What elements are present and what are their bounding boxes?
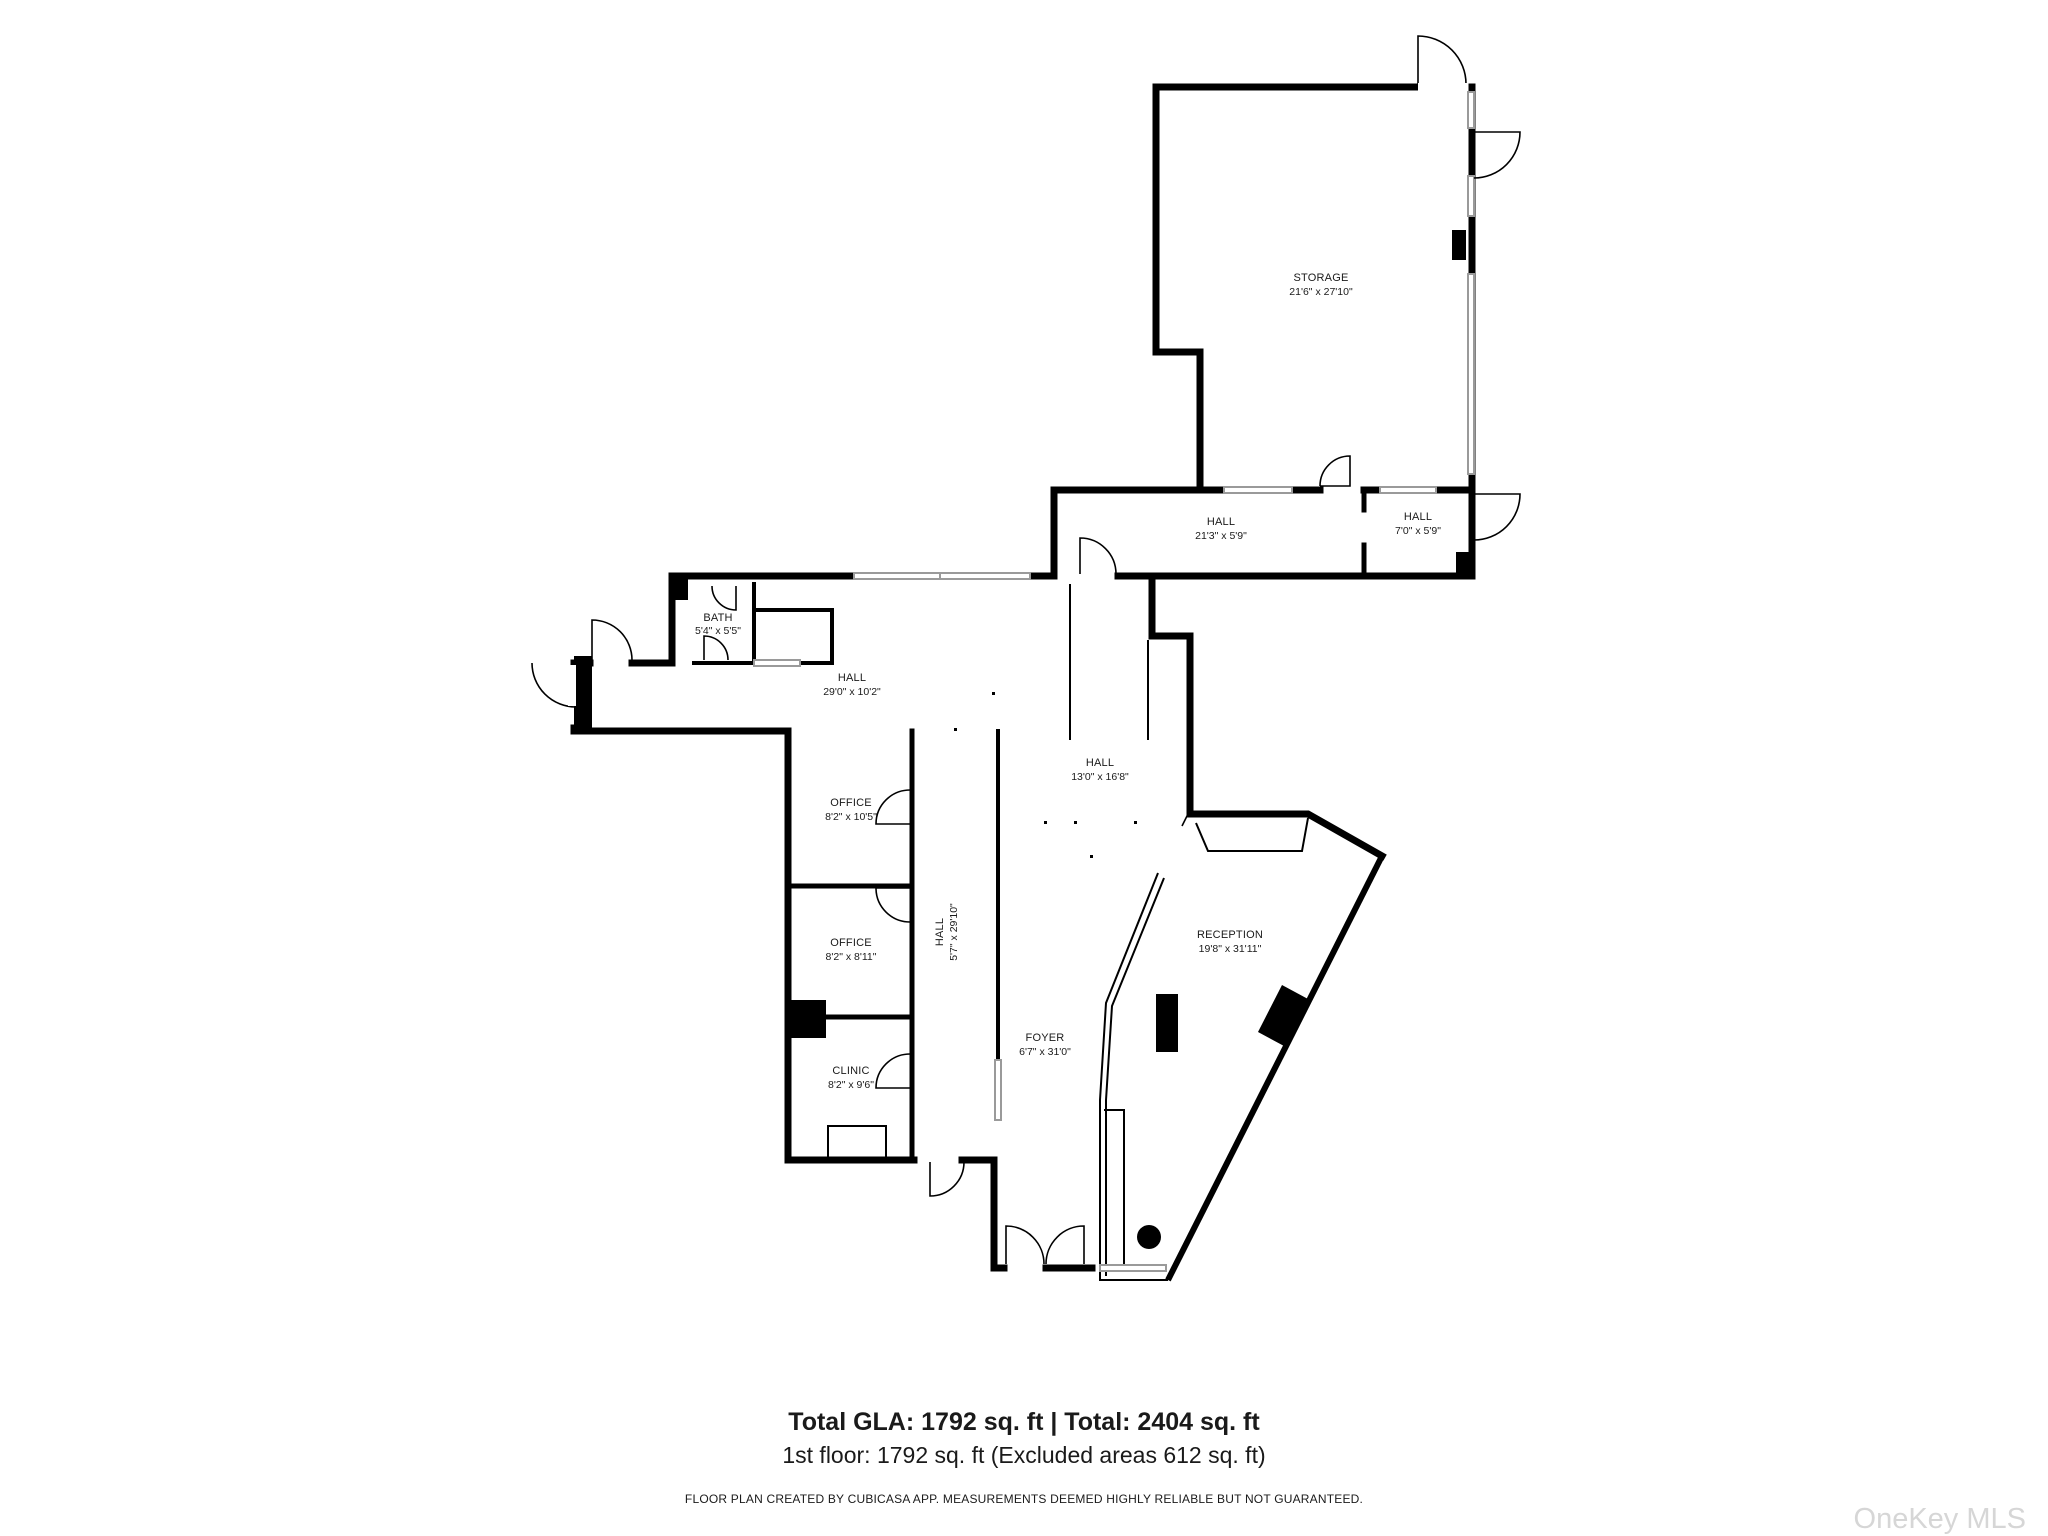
storefront-wall: [1165, 854, 1385, 1282]
long-hall-label-group: HALL 5'7" x 29'10": [934, 903, 960, 961]
mark-3: [1134, 821, 1137, 824]
door-foyer-entry-right: [1045, 1225, 1085, 1265]
foyer-walls: [958, 1156, 1008, 1272]
window-storage-east-1: [1467, 91, 1475, 129]
office-2-dim: 8'2" x 8'11": [826, 951, 877, 963]
column-reception: [1156, 994, 1178, 1052]
walls: [570, 83, 1476, 1272]
door-clinic: [875, 1053, 911, 1089]
bath-dim: 5'4" x 5'5": [695, 625, 741, 637]
office-1-label: OFFICE: [830, 797, 872, 809]
column-storefront: [1258, 985, 1308, 1046]
watermark: OneKey MLS: [1853, 1503, 2026, 1535]
reception-plant: [1137, 1225, 1161, 1249]
window-storage-east-2: [1467, 175, 1475, 217]
thin-walls: [827, 584, 1309, 1281]
total-area-summary: Total GLA: 1792 sq. ft | Total: 2404 sq.…: [788, 1408, 1260, 1436]
window-foyer: [994, 1059, 1002, 1121]
ceiling-marks: [954, 692, 1137, 858]
wall-openings: [568, 83, 1468, 706]
column-upper-hall: [1456, 552, 1472, 578]
long-hall-label: HALL: [934, 918, 946, 946]
column-hall-west: [574, 656, 592, 732]
column-storage: [1452, 230, 1466, 260]
door-office-1: [875, 789, 911, 825]
window-north-2: [939, 572, 1031, 580]
door-office-2: [875, 887, 911, 923]
window-upper-hall: [1223, 486, 1293, 494]
mark-2: [1074, 821, 1077, 824]
door-storage-east: [1473, 131, 1521, 179]
main-hall-label: HALL: [838, 672, 866, 684]
foyer-label: FOYER: [1026, 1032, 1065, 1044]
closet-walls: [752, 608, 834, 665]
small-hall-dim: 7'0" x 5'9": [1395, 525, 1441, 537]
upper-hall-label: HALL: [1207, 516, 1235, 528]
foyer-dim: 6'7" x 31'0": [1019, 1046, 1071, 1058]
storefront-glass: [1161, 857, 1377, 1279]
clinic-label: CLINIC: [832, 1065, 869, 1077]
door-hall-south: [929, 1161, 965, 1197]
storage-label: STORAGE: [1294, 272, 1349, 284]
upper-hall-dim: 21'3" x 5'9": [1195, 530, 1247, 542]
small-hall-label: HALL: [1404, 511, 1432, 523]
reception-counter: [1099, 872, 1168, 1281]
door-small-hall-east: [1473, 493, 1521, 541]
room-labels: STORAGE 21'6" x 27'10" HALL 21'3" x 5'9"…: [695, 272, 1441, 1091]
doors: [531, 35, 1521, 1265]
column-clinic: [788, 1000, 826, 1038]
bath-label: BATH: [703, 612, 732, 624]
reception-counter-inner: [1105, 877, 1165, 1276]
main-hall-dim: 29'0" x 10'2": [823, 686, 881, 698]
door-center-partition: [1181, 813, 1189, 827]
disclaimer-text: FLOOR PLAN CREATED BY CUBICASA APP. MEAS…: [684, 1492, 1364, 1506]
door-bath: [703, 635, 729, 661]
mark-5: [992, 692, 995, 695]
clinic-dim: 8'2" x 9'6": [828, 1079, 874, 1091]
main-hall-west-wall: [628, 600, 676, 667]
reception-label: RECEPTION: [1197, 929, 1263, 941]
reception-storefront: [1161, 854, 1385, 1282]
office-2-label: OFFICE: [830, 937, 872, 949]
upper-hall-walls: [1050, 486, 1204, 579]
mark-1: [1044, 821, 1047, 824]
center-hall-label: HALL: [1086, 757, 1114, 769]
door-upper-hall: [1079, 537, 1117, 575]
door-foyer-entry-left: [1005, 1225, 1045, 1265]
mark-6: [954, 728, 957, 731]
window-storage-east-3: [1467, 273, 1475, 475]
center-hall-east-wall: [1148, 572, 1387, 861]
window-small-hall: [1379, 486, 1437, 494]
window-north-1: [853, 572, 941, 580]
long-hall-dim: 5'7" x 29'10": [948, 903, 960, 961]
door-storage-south: [1319, 455, 1351, 487]
foyer-cabinet: [1104, 1109, 1125, 1272]
clinic-cabinet: [827, 1125, 887, 1159]
center-hall-dim: 13'0" x 16'8": [1071, 771, 1129, 783]
storage-walls: [1152, 83, 1419, 494]
door-storage-north: [1417, 35, 1467, 85]
door-closet: [711, 585, 737, 611]
door-hall-northwest: [591, 619, 633, 661]
reception-dim: 19'8" x 31'11": [1199, 943, 1262, 955]
column-bath: [672, 578, 688, 600]
reception-desk-outline: [1195, 817, 1309, 852]
door-hall-west: [531, 662, 577, 708]
columns: [574, 230, 1472, 1249]
window-closet: [753, 659, 801, 667]
main-hall-north-wall: [668, 572, 858, 608]
storage-dim: 21'6" x 27'10": [1289, 286, 1353, 298]
window-foyer-south: [1099, 1264, 1167, 1272]
windows: [753, 91, 1475, 1272]
mark-4: [1090, 855, 1093, 858]
floor-area-summary: 1st floor: 1792 sq. ft (Excluded areas 6…: [782, 1442, 1266, 1468]
office-1-dim: 8'2" x 10'5": [825, 811, 877, 823]
